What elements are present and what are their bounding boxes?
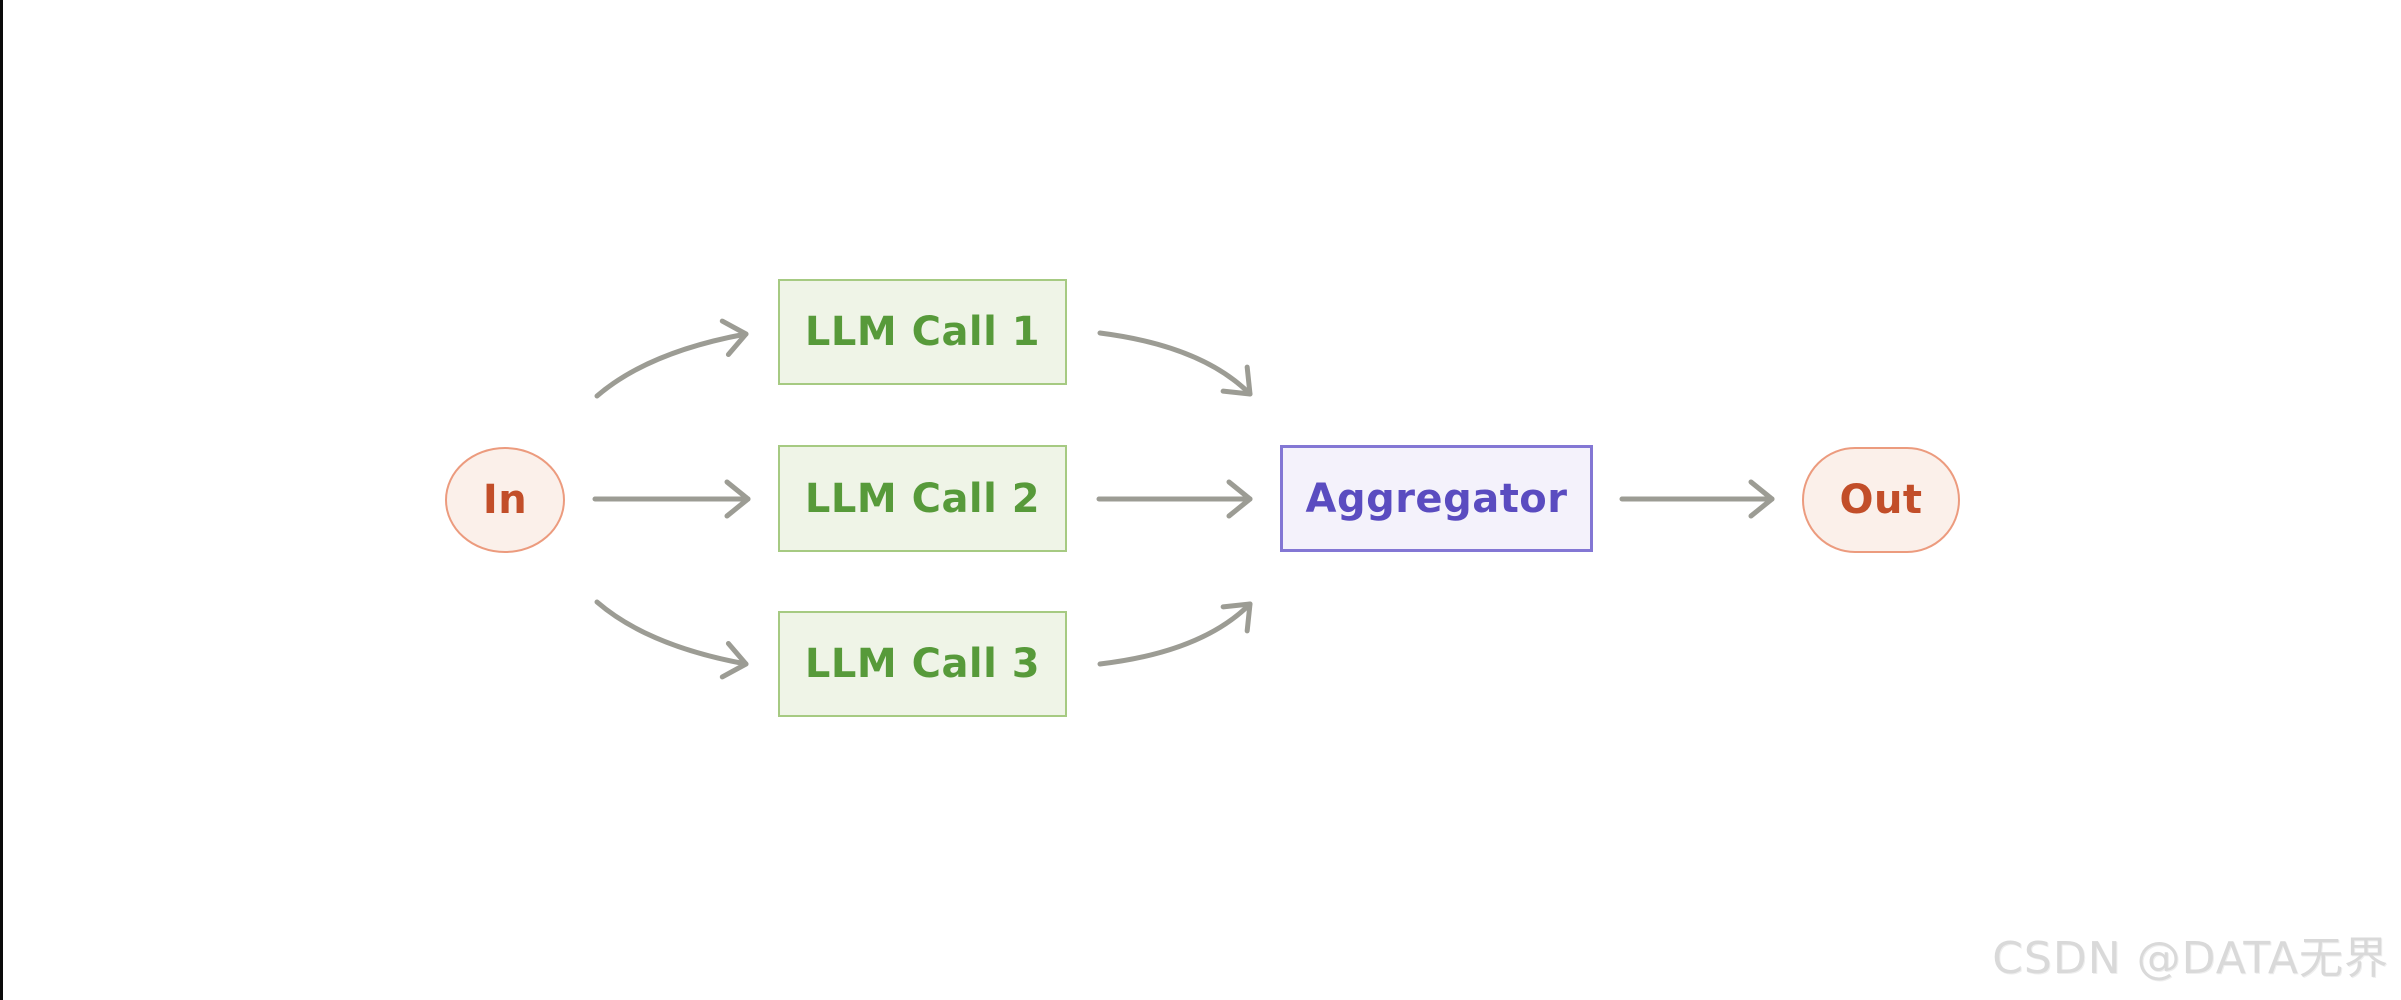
node-llm-call-3-label: LLM Call 3 <box>804 641 1041 687</box>
node-in: In <box>445 447 565 553</box>
node-llm-call-1: LLM Call 1 <box>778 279 1067 385</box>
watermark-text: CSDN @DATA无界 <box>1992 933 2389 984</box>
left-edge-line <box>0 0 3 1000</box>
node-llm-call-3: LLM Call 3 <box>778 611 1067 717</box>
edge-llm1-to-aggregator <box>1097 330 1253 397</box>
node-aggregator-label: Aggregator <box>1305 475 1568 522</box>
edge-llm3-to-aggregator <box>1097 601 1253 667</box>
node-aggregator: Aggregator <box>1280 445 1593 552</box>
node-out-label: Out <box>1839 477 1923 523</box>
edge-in-to-llm3 <box>594 599 749 680</box>
node-llm-call-1-label: LLM Call 1 <box>804 309 1041 355</box>
edge-in-to-llm1 <box>594 318 749 399</box>
node-llm-call-2: LLM Call 2 <box>778 445 1067 552</box>
node-llm-call-2-label: LLM Call 2 <box>804 475 1041 522</box>
node-out: Out <box>1802 447 1960 553</box>
node-in-label: In <box>482 477 528 523</box>
